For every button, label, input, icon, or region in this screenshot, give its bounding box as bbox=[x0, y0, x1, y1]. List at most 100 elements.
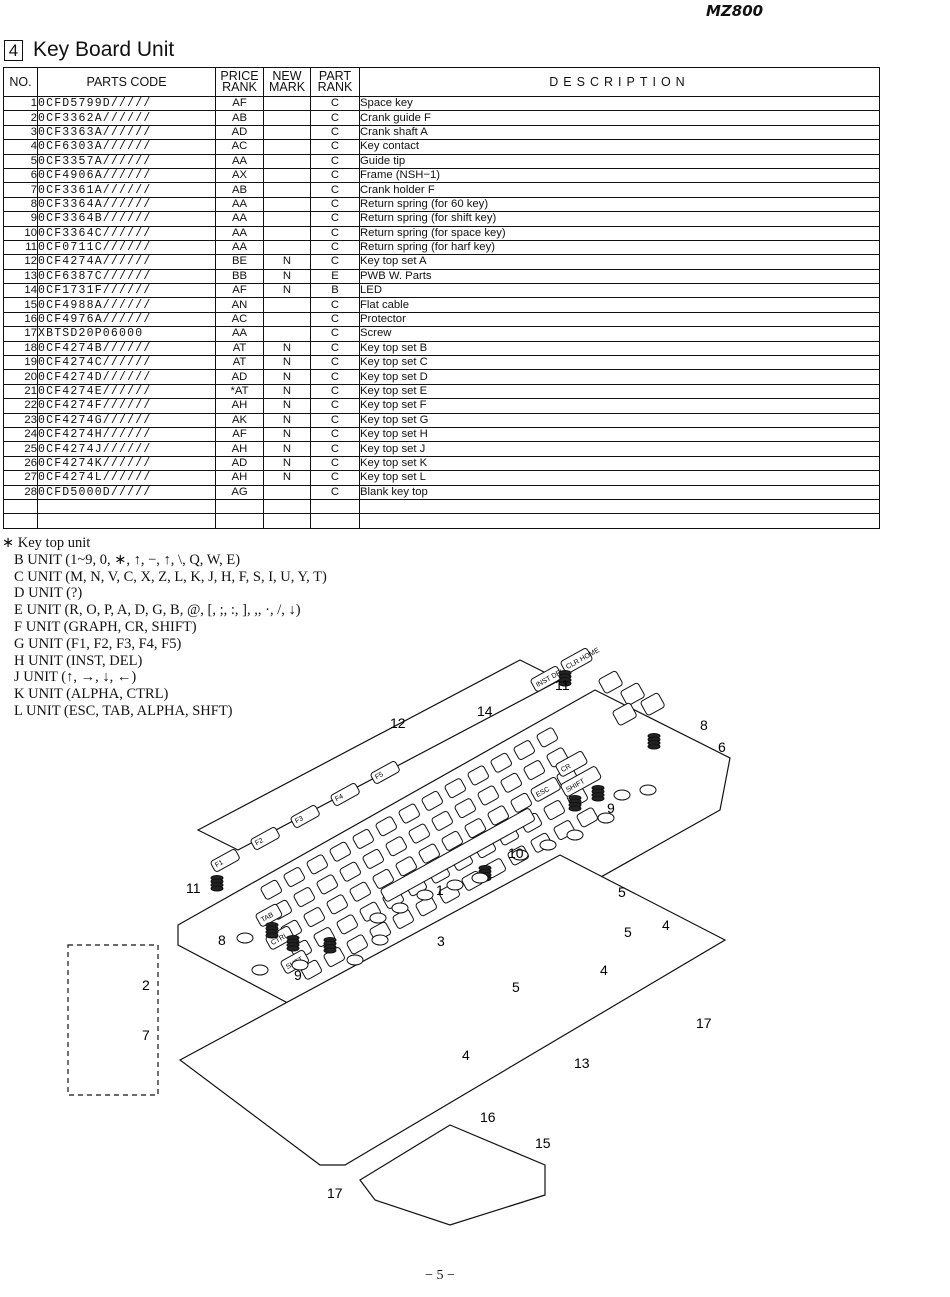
notes-header: ∗ Key top unit bbox=[2, 535, 91, 551]
cell-code: 0CF3357A////// bbox=[37, 153, 216, 169]
cell-new bbox=[263, 182, 311, 198]
cell-part: C bbox=[310, 297, 360, 313]
keycap-label: F5 bbox=[374, 771, 385, 781]
cell-desc: Crank shaft A bbox=[359, 124, 880, 141]
cell-code: 0CF4976A////// bbox=[37, 311, 216, 328]
cell-no: 7 bbox=[3, 182, 38, 198]
cell-no: 6 bbox=[3, 167, 38, 184]
cell-no: 1 bbox=[3, 95, 38, 112]
cell-part: C bbox=[310, 95, 360, 112]
cell-blank bbox=[359, 498, 880, 515]
cell-desc: Flat cable bbox=[359, 297, 880, 313]
header-parts-code: PARTS CODE bbox=[37, 67, 216, 97]
return-spring bbox=[568, 795, 582, 812]
keycap bbox=[421, 790, 443, 811]
callout-number: 11 bbox=[555, 677, 570, 693]
return-spring bbox=[265, 922, 279, 939]
section-number: 4 bbox=[4, 39, 23, 61]
cell-no: 23 bbox=[3, 412, 38, 428]
cell-desc: Blank key top bbox=[359, 484, 880, 500]
cell-blank bbox=[37, 498, 216, 515]
callout-number: 16 bbox=[480, 1109, 496, 1125]
unit-line: L UNIT (ESC, TAB, ALPHA, SHFT) bbox=[14, 702, 233, 719]
cell-desc: Space key bbox=[359, 95, 880, 112]
cell-part: C bbox=[310, 124, 360, 141]
cell-price: AC bbox=[215, 139, 264, 155]
keycap bbox=[293, 887, 315, 907]
callout-number: 4 bbox=[600, 962, 608, 978]
cell-new bbox=[263, 297, 311, 313]
callout-number: 5 bbox=[624, 924, 632, 940]
cell-no: 22 bbox=[3, 398, 38, 414]
keycap bbox=[375, 816, 397, 837]
unit-line: E UNIT (R, O, P, A, D, G, B, @, [, ;, :,… bbox=[14, 602, 301, 619]
callout-number: 2 bbox=[142, 977, 150, 993]
keycap bbox=[612, 702, 637, 726]
cell-price: AH bbox=[215, 441, 264, 457]
callout-number: 9 bbox=[294, 967, 302, 983]
keycap bbox=[510, 792, 532, 813]
cell-code: 0CF4988A////// bbox=[37, 297, 216, 313]
cell-no: 8 bbox=[3, 196, 38, 213]
cell-no: 4 bbox=[3, 139, 38, 155]
keycap bbox=[329, 841, 351, 862]
callout-number: 8 bbox=[700, 717, 708, 733]
keycap bbox=[418, 843, 440, 864]
callout-number: 12 bbox=[390, 715, 406, 731]
cell-code: 0CF3361A////// bbox=[37, 182, 216, 198]
cell-price: AK bbox=[215, 412, 264, 428]
cell-no: 3 bbox=[3, 124, 38, 141]
cell-new: N bbox=[263, 355, 311, 371]
contact-pad bbox=[291, 959, 309, 971]
keycap-label: F4 bbox=[334, 793, 345, 803]
keycap bbox=[339, 861, 361, 882]
keycap bbox=[441, 830, 463, 851]
cell-desc: Key top set D bbox=[359, 369, 880, 385]
cell-part: C bbox=[310, 225, 360, 241]
cell-part: C bbox=[310, 441, 360, 457]
callout-number: 5 bbox=[618, 884, 626, 900]
callout-number: 13 bbox=[574, 1055, 590, 1071]
unit-line: K UNIT (ALPHA, CTRL) bbox=[14, 686, 169, 703]
cell-no: 18 bbox=[3, 340, 38, 357]
keycap bbox=[444, 778, 466, 799]
keycap bbox=[536, 727, 558, 748]
cell-price: AD bbox=[215, 124, 264, 141]
cell-part: C bbox=[310, 239, 360, 256]
callout-number: 7 bbox=[142, 1027, 150, 1043]
cell-new: N bbox=[263, 398, 311, 414]
cell-desc: Frame (NSH−1) bbox=[359, 167, 880, 184]
cell-code: 0CF6303A////// bbox=[37, 139, 216, 155]
cell-new bbox=[263, 153, 311, 169]
cell-part: C bbox=[310, 340, 360, 357]
cell-new: N bbox=[263, 340, 311, 357]
keycap: CR bbox=[555, 751, 588, 777]
cell-price: AA bbox=[215, 196, 264, 213]
keycap: F3 bbox=[290, 805, 320, 828]
cell-code: 0CF3364C////// bbox=[37, 225, 216, 241]
cell-new bbox=[263, 239, 311, 256]
keycap: ESC bbox=[530, 777, 561, 802]
header-description: DESCRIPTION bbox=[359, 67, 880, 97]
cell-desc: Key top set E bbox=[359, 383, 880, 400]
contact-pad bbox=[539, 839, 557, 851]
return-spring bbox=[558, 670, 572, 687]
model-name: MZ800 bbox=[706, 2, 764, 20]
keycap bbox=[385, 836, 407, 857]
contact-pad bbox=[391, 902, 409, 914]
